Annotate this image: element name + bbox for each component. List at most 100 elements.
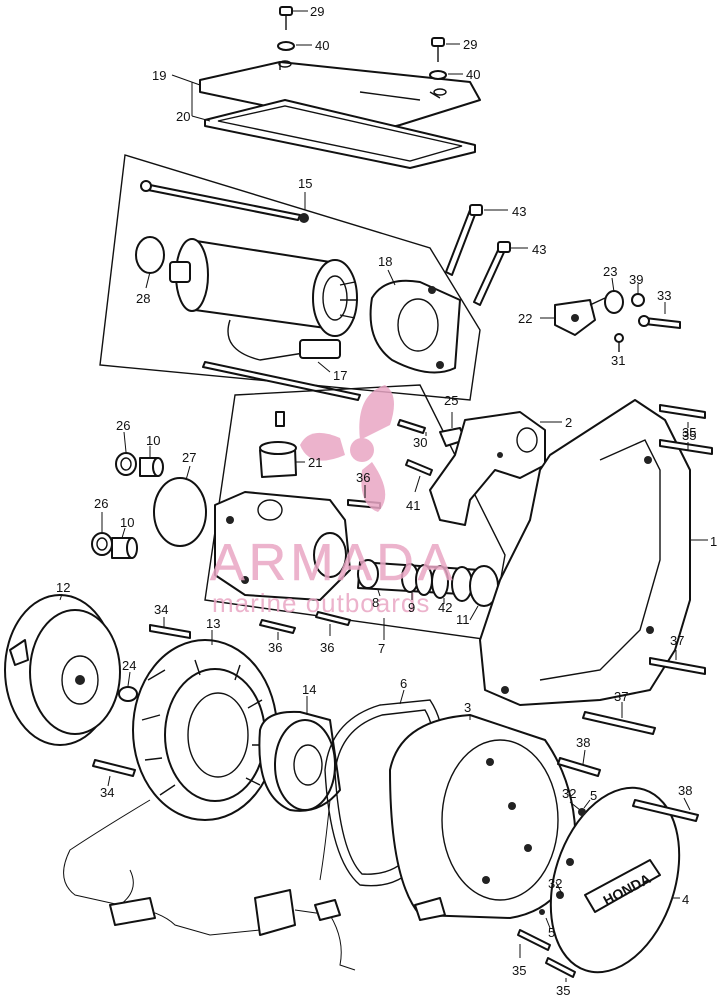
o-ring-27 [153,477,207,547]
stator [132,639,278,821]
callout-label: 15 [298,176,312,191]
callout-label: 29 [310,4,324,19]
callout-label: 8 [372,595,379,610]
starter-motor [169,238,358,361]
seal-26-upper [115,452,137,476]
screw-30 [397,419,426,434]
callout-label: 33 [657,288,671,303]
long-bolt-upper [140,180,301,221]
callout-label: 40 [466,67,480,82]
watermark: ARMADA marine outboards [210,385,456,618]
bushing-10-upper [139,457,164,477]
cover-plate [199,60,481,131]
callout-layer: 29 40 29 40 19 20 15 43 43 23 39 33 22 3… [56,4,717,998]
bolt-34-lower [92,759,136,777]
callout-label: 38 [576,735,590,750]
propeller-logo [300,385,394,512]
callout-label: 37 [614,689,628,704]
callout-label: 19 [152,68,166,83]
crankcase-cover [479,399,691,706]
switch-cap [604,290,624,314]
callout-label: 35 [682,428,696,443]
callout-label: 6 [400,676,407,691]
callout-label: 32 [562,786,576,801]
callout-label: 41 [406,498,420,513]
callout-label: 37 [670,633,684,648]
neutral-switch [554,297,606,336]
callout-label: 21 [308,455,322,470]
callout-label: 24 [122,658,136,673]
callout-label: 14 [302,682,316,697]
callout-label: 43 [532,242,546,257]
screw-31 [614,333,624,352]
o-ring-28 [135,236,165,274]
callout-label: 28 [136,291,150,306]
long-bolts-right [445,204,511,306]
callout-label: 2 [565,415,572,430]
watermark-tagline: marine outboards [212,588,430,618]
bolts-35-upper [659,404,713,455]
callout-label: 40 [315,38,329,53]
callout-label: 36 [268,640,282,655]
callout-label: 39 [629,272,643,287]
seal-26-lower [91,532,113,556]
cover-screws [277,6,447,80]
callout-label: 18 [378,254,392,269]
generator-cover [389,714,577,921]
pulser-rotor [258,710,341,812]
callout-label: 42 [438,600,452,615]
bolt-33 [638,315,681,329]
callout-label: 31 [611,353,625,368]
callout-label: 43 [512,204,526,219]
callout-label: 1 [710,534,717,549]
callout-label: 35 [512,963,526,978]
callout-label: 10 [146,433,160,448]
screw-41 [405,459,433,476]
starter-end-cover [369,279,461,374]
bolts-lower-right [517,711,699,978]
badge-cover: HONDA [549,786,681,974]
callout-label: 22 [518,311,532,326]
callout-label: 34 [100,785,114,800]
callout-label: 36 [320,640,334,655]
callout-label: 10 [120,515,134,530]
callout-label: 30 [413,435,427,450]
o-ring-small [299,213,309,223]
callout-label: 26 [116,418,130,433]
callout-label: 26 [94,496,108,511]
callout-label: 35 [682,425,696,440]
bolt-37-right [649,657,706,675]
oil-pressure-switch [259,411,297,478]
watermark-brand: ARMADA [210,534,456,592]
callout-label: 4 [682,892,689,907]
callout-label: 23 [603,264,617,279]
washer-39 [631,293,645,307]
callout-label: 17 [333,368,347,383]
bolt-34-upper [149,624,191,639]
callout-label: 5 [590,788,597,803]
callout-label: 20 [176,109,190,124]
key-24 [118,686,138,702]
callout-label: 25 [444,393,458,408]
callout-label: 35 [556,983,570,998]
callout-label: 38 [678,783,692,798]
callout-label: 9 [408,600,415,615]
callout-label: 27 [182,450,196,465]
starter-group-outline [99,154,481,401]
callout-label: 12 [56,580,70,595]
callout-label: 34 [154,602,168,617]
callout-label: 5 [548,925,555,940]
bushing-10-lower [111,537,138,559]
callout-label: 7 [378,641,385,656]
flywheel [4,594,121,746]
callout-label: 29 [463,37,477,52]
callout-label: 32 [548,876,562,891]
cover-gasket [204,99,476,169]
gear-case [214,491,351,601]
callout-label: 13 [206,616,220,631]
callout-label: 11 [456,612,470,627]
callout-label: 36 [356,470,370,485]
wiring-harness [63,799,356,971]
callout-label: 3 [464,700,471,715]
